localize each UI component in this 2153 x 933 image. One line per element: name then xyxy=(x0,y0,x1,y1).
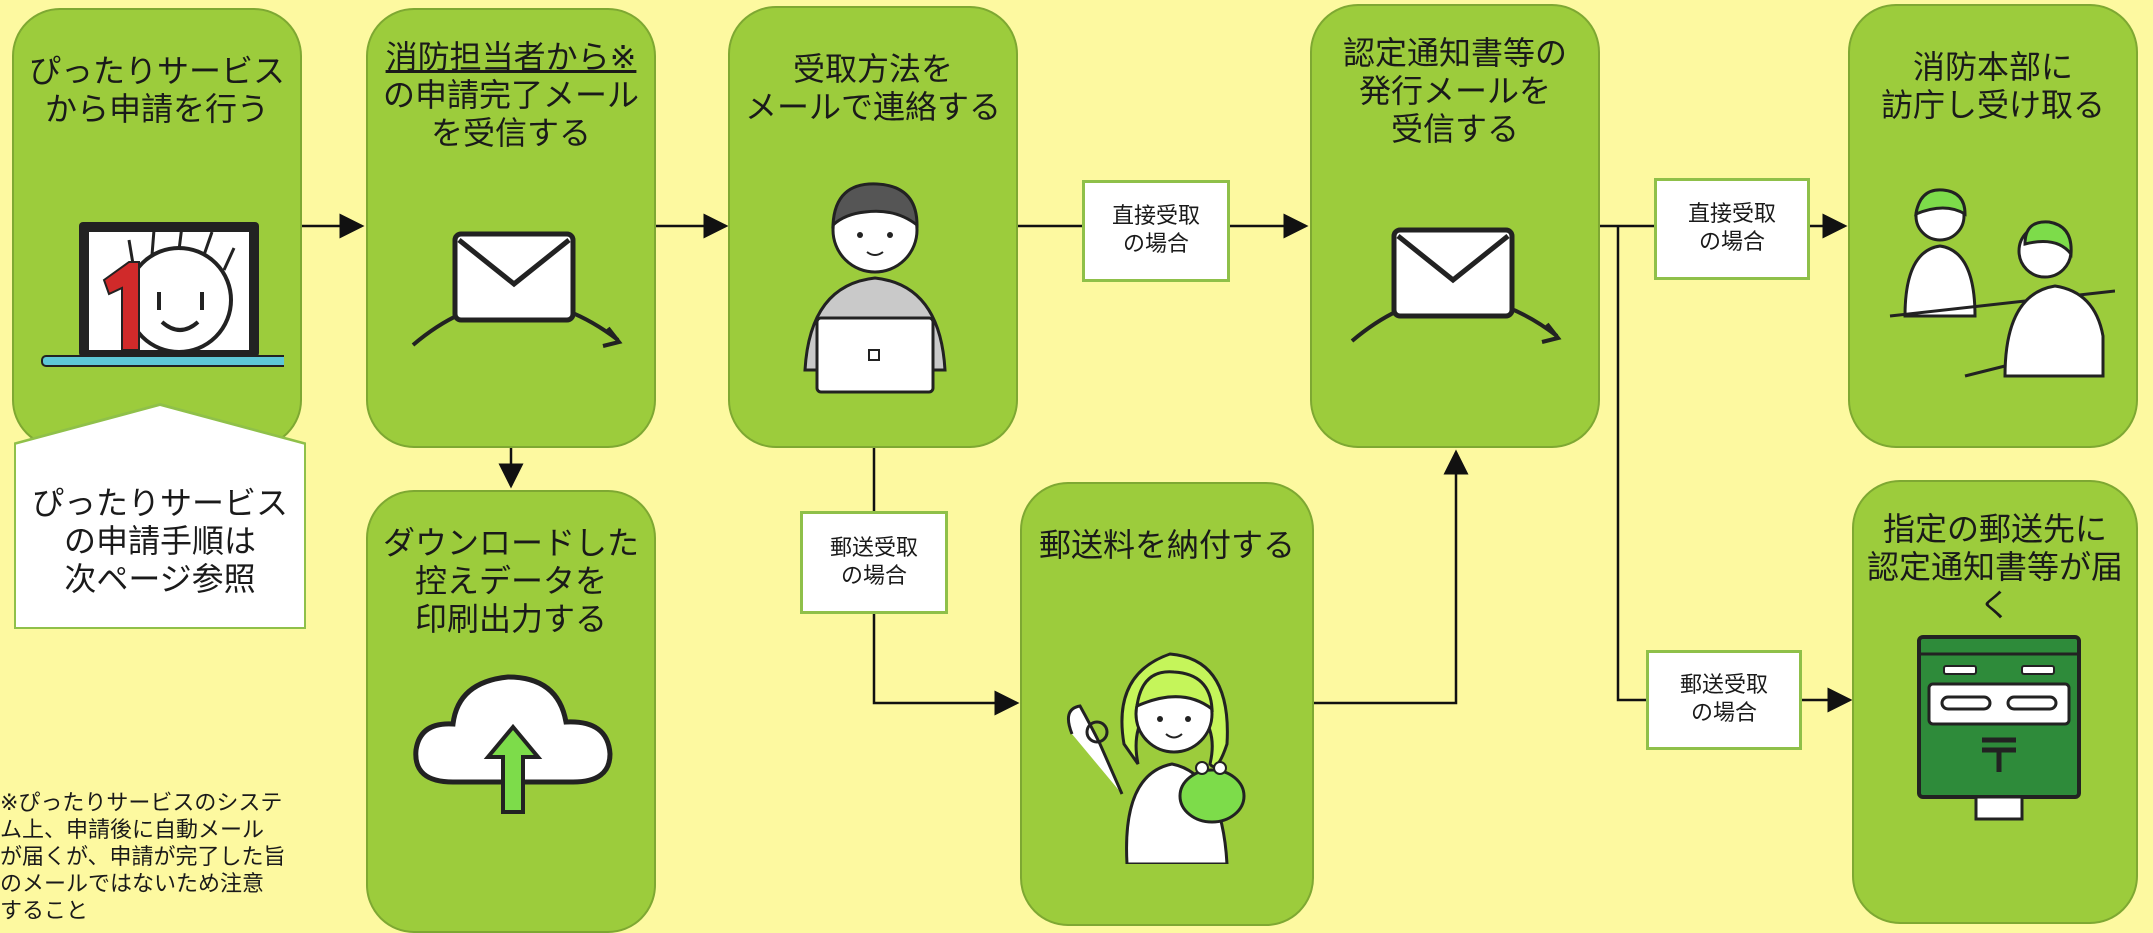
step-contact: 受取方法を メールで連絡する xyxy=(728,6,1018,448)
callout-text: ぴったりサービス の申請手順は 次ページ参照 xyxy=(31,484,288,598)
step-pay-title: 郵送料を納付する xyxy=(1038,526,1295,564)
step-delivered: 指定の郵送先に 認定通知書等が届く xyxy=(1852,480,2138,924)
person-laptop-icon xyxy=(803,182,947,394)
laptop-mascot-icon xyxy=(41,222,284,367)
step-issue-mail-title: 認定通知書等の 発行メールを 受信する xyxy=(1342,34,1567,148)
counter-meeting-icon xyxy=(1889,188,2115,378)
step-apply-title: ぴったりサービス から申請を行う xyxy=(28,52,285,128)
step-visit-title: 消防本部に 訪庁し受け取る xyxy=(1880,48,2105,124)
step-delivered-title: 指定の郵送先に 認定通知書等が届く xyxy=(1866,510,2123,624)
callout-shape xyxy=(16,406,304,627)
step-receive-mail-title-underlined: 消防担当者から※ xyxy=(385,38,637,76)
step-contact-title: 受取方法を メールで連絡する xyxy=(744,50,1001,126)
step-receive-mail-title: の申請完了メール を受信する xyxy=(382,76,639,152)
envelope-icon xyxy=(411,231,623,348)
step-visit: 消防本部に 訪庁し受け取る xyxy=(1848,4,2138,448)
label-postal-pickup-1: 郵送受取 の場合 xyxy=(800,511,948,614)
footnote: ※ぴったりサービスのシステ ム上、申請後に自動メール が届くが、申請が完了した旨… xyxy=(0,791,286,924)
label-postal-pickup-2: 郵送受取 の場合 xyxy=(1646,650,1802,750)
step-download: ダウンロードした 控えデータを 印刷出力する xyxy=(366,490,656,933)
person-purse-icon xyxy=(1066,652,1246,864)
postbox-icon xyxy=(1917,635,2081,821)
envelope-icon xyxy=(1350,227,1562,344)
step-receive-mail: 消防担当者から※ の申請完了メール を受信する xyxy=(366,8,656,448)
step-pay: 郵送料を納付する xyxy=(1020,482,1314,926)
step-issue-mail: 認定通知書等の 発行メールを 受信する xyxy=(1310,4,1600,448)
step-download-title: ダウンロードした 控えデータを 印刷出力する xyxy=(382,524,639,638)
label-direct-pickup-1: 直接受取 の場合 xyxy=(1082,180,1230,282)
step-apply: ぴったりサービス から申請を行う xyxy=(12,8,302,448)
label-direct-pickup-2: 直接受取 の場合 xyxy=(1654,178,1810,280)
cloud-upload-icon xyxy=(413,674,613,814)
